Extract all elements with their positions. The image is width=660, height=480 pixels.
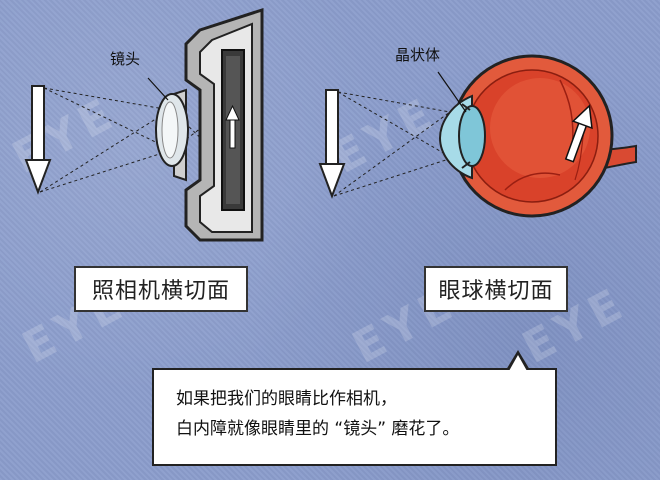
eye-lens-label: 晶状体: [395, 46, 441, 64]
eyeball-cross-section: [438, 54, 637, 218]
object-arrow-eye: [318, 89, 346, 199]
eye-caption: 眼球横切面: [424, 266, 568, 312]
speech-bubble-line-2: 白内障就像眼睛里的 “镜头” 磨花了。: [176, 419, 460, 439]
camera-lens-label: 镜头: [110, 50, 141, 68]
speech-bubble: 如果把我们的眼睛比作相机， 白内障就像眼睛里的 “镜头” 磨花了。: [152, 368, 557, 466]
camera-caption: 照相机横切面: [74, 266, 248, 312]
speech-bubble-tail-fill: [509, 355, 527, 371]
object-arrow-camera: [24, 85, 52, 195]
crystalline-lens-leader-line: [437, 71, 467, 113]
camera-cross-section: [155, 7, 264, 242]
speech-bubble-line-1: 如果把我们的眼睛比作相机，: [176, 389, 397, 409]
lens-leader-line: [147, 77, 169, 101]
